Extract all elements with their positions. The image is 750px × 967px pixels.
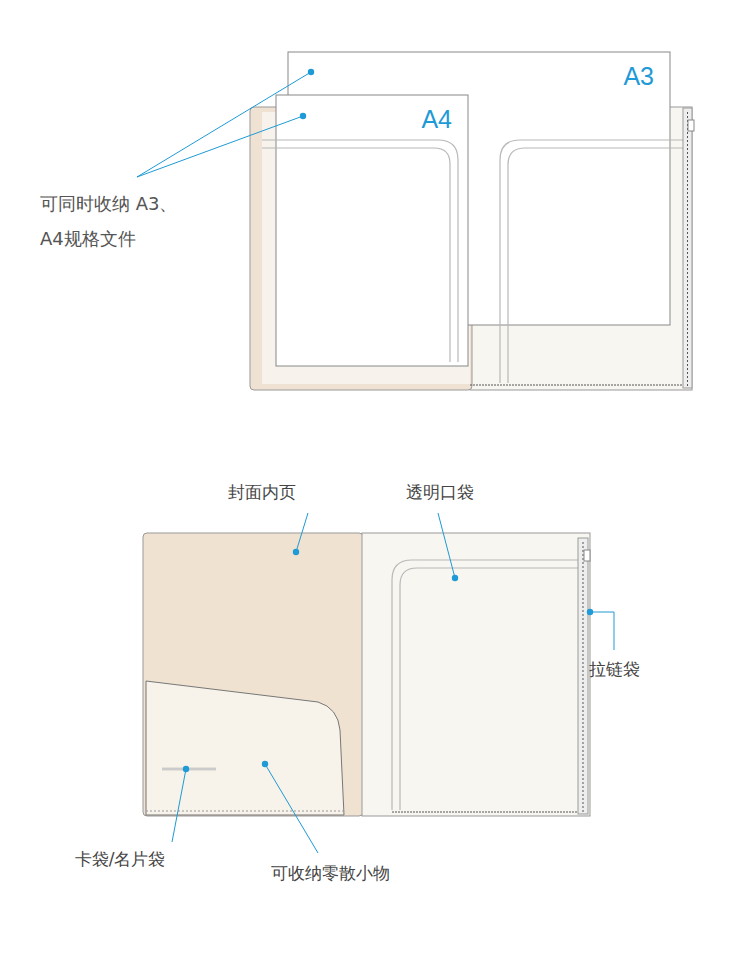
leader-dot	[262, 761, 268, 767]
seam	[146, 811, 343, 812]
zipper-teeth	[687, 112, 688, 386]
seam	[470, 385, 683, 386]
a4-paper-box: A4	[276, 95, 468, 366]
leader-dot	[183, 766, 189, 772]
part-label: 拉链袋	[589, 658, 640, 680]
leader-line	[438, 513, 455, 578]
leader-line	[265, 764, 318, 853]
part-label: 透明口袋	[406, 481, 474, 503]
leader-dot	[300, 113, 306, 119]
pocket-outline	[500, 140, 683, 383]
zipper-teeth	[583, 542, 584, 812]
a3-paper-box: A3	[288, 52, 670, 325]
part-label: 封面内页	[228, 481, 296, 503]
leader-dot	[452, 575, 458, 581]
paper-size-label: A3	[623, 62, 654, 91]
leader-line	[172, 769, 186, 842]
paper-size-label: A4	[421, 105, 452, 134]
leader-line	[137, 116, 303, 177]
zipper-pull	[584, 550, 590, 561]
pocket-outline	[262, 140, 458, 362]
leader-dot	[293, 549, 299, 555]
right-panel	[362, 533, 590, 816]
seam	[392, 812, 578, 813]
cover-panel	[143, 533, 363, 816]
zipper	[683, 108, 692, 388]
leader-line	[590, 612, 614, 650]
a4-paper	[276, 95, 468, 366]
part-label: 可收纳零散小物	[271, 862, 390, 884]
zipper	[578, 538, 588, 814]
leader-line	[296, 513, 308, 552]
part-label: 卡袋/名片袋	[75, 848, 166, 870]
leader-dot	[308, 69, 314, 75]
zipper-pull	[688, 120, 694, 131]
leader-line	[137, 72, 311, 177]
pocket-outline	[392, 560, 578, 810]
callout-text: 可同时收纳 A3、A4规格文件	[40, 186, 200, 256]
card-pocket	[146, 681, 344, 815]
leader-dot	[587, 609, 593, 615]
